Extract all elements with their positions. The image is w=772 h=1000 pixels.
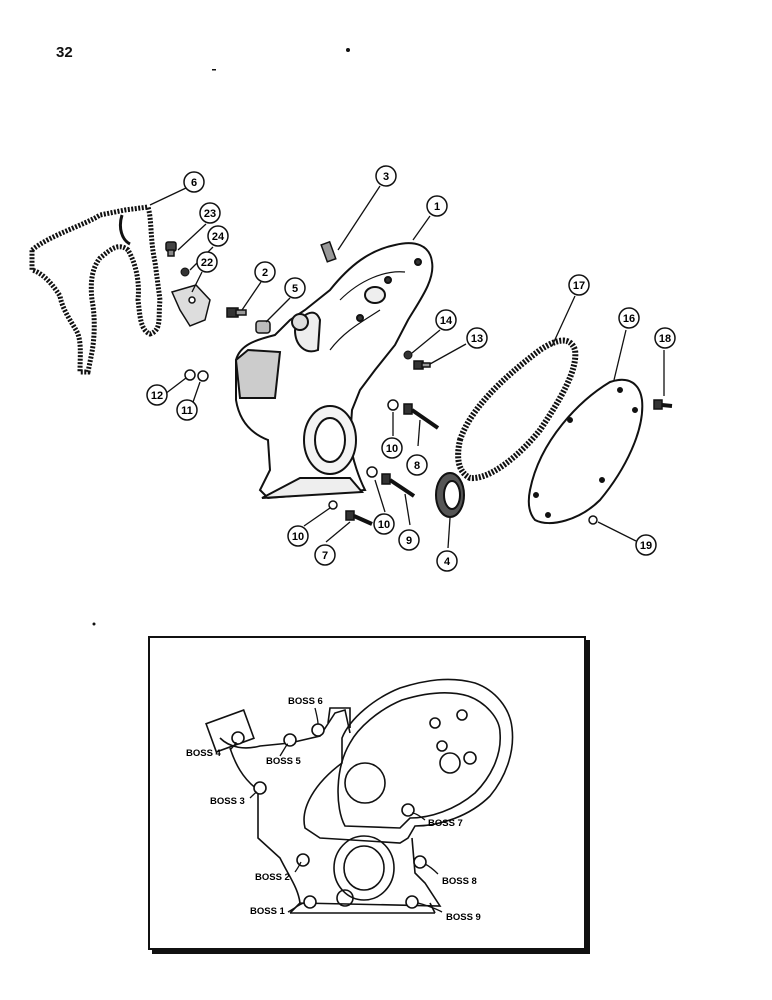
svg-text:10: 10: [378, 519, 390, 531]
svg-text:14: 14: [440, 315, 453, 327]
boss-leader-lines: [229, 707, 443, 913]
callout-1: 1: [426, 195, 448, 217]
bolt-part-13: [413, 360, 431, 370]
callout-17: 17: [568, 274, 590, 296]
boss-hole-8: [413, 855, 427, 869]
gasket-part-17: [455, 337, 579, 482]
callout-18: 18: [654, 327, 676, 349]
svg-text:18: 18: [659, 333, 671, 345]
svg-text:11: 11: [181, 405, 193, 417]
boss-hole-2: [296, 853, 310, 867]
callout-3: 3: [375, 165, 397, 187]
svg-text:10: 10: [292, 531, 304, 543]
svg-text:9: 9: [406, 535, 412, 547]
svg-text:10: 10: [386, 443, 398, 455]
svg-text:5: 5: [292, 283, 298, 295]
washer-part-24: [180, 267, 190, 277]
boss-1-label: BOSS 1: [250, 906, 286, 917]
svg-text:6: 6: [191, 177, 197, 189]
callout-9: 9: [398, 529, 420, 551]
speck: [212, 69, 216, 71]
callout-13: 13: [466, 327, 488, 349]
svg-text:17: 17: [573, 280, 585, 292]
svg-text:4: 4: [444, 556, 451, 568]
bolt-part-18: [653, 399, 673, 410]
nut-part-14: [403, 350, 413, 360]
callout-10c: 10: [287, 525, 309, 547]
boss-2-label: BOSS 2: [255, 872, 290, 883]
washer-part-10c: [328, 500, 338, 510]
svg-text:24: 24: [212, 231, 225, 243]
callout-11: 11: [176, 399, 198, 421]
leader-lines: [149, 185, 665, 549]
callout-23: 23: [199, 202, 221, 224]
bolt-part-8: [403, 403, 440, 430]
cover-outline: [205, 678, 514, 914]
callout-2: 2: [254, 261, 276, 283]
svg-text:2: 2: [262, 267, 268, 279]
callout-4: 4: [436, 550, 458, 572]
boss-6-label: BOSS 6: [288, 696, 323, 707]
bolt-part-9: [381, 473, 416, 498]
bolt-part-7: [345, 510, 373, 526]
boss-hole-9: [405, 895, 419, 909]
boss-hole-4: [231, 731, 245, 745]
callout-24: 24: [207, 225, 229, 247]
callout-16: 16: [618, 307, 640, 329]
callout-19: 19: [635, 534, 657, 556]
washer-part-10a: [387, 399, 399, 411]
callout-14: 14: [435, 309, 457, 331]
callout-8: 8: [406, 454, 428, 476]
svg-text:13: 13: [471, 333, 483, 345]
callout-22: 22: [196, 251, 218, 273]
timing-gasket-part: [29, 204, 163, 375]
boss-hole-3: [253, 781, 267, 795]
svg-text:1: 1: [434, 201, 440, 213]
boss-holes: [231, 723, 427, 909]
boss-diagram: BOSS 1 BOSS 2 BOSS 3 BOSS 4 BOSS 5 BOSS …: [186, 678, 514, 923]
bolt-part-2: [226, 307, 247, 318]
svg-text:19: 19: [640, 540, 652, 552]
callout-10b: 10: [373, 513, 395, 535]
boss-hole-5: [283, 733, 297, 747]
svg-text:8: 8: [414, 460, 420, 472]
svg-text:16: 16: [623, 313, 635, 325]
boss-3-label: BOSS 3: [210, 796, 245, 807]
callout-5: 5: [284, 277, 306, 299]
boss-8-label: BOSS 8: [442, 876, 477, 887]
svg-text:23: 23: [204, 208, 216, 220]
page-number: 32: [56, 44, 73, 61]
speck: [346, 48, 350, 52]
svg-text:12: 12: [151, 390, 163, 402]
boss-5-label: BOSS 5: [266, 756, 302, 767]
boss-9-label: BOSS 9: [446, 912, 481, 923]
oil-seal-part-4: [435, 472, 465, 518]
callout-10a: 10: [381, 437, 403, 459]
washer-part-11: [197, 370, 209, 382]
timing-cover-housing-part: [234, 242, 434, 500]
speck: [92, 622, 96, 626]
callout-12: 12: [146, 384, 168, 406]
bracket-part-22: [170, 284, 211, 327]
bolt-part-23: [165, 241, 177, 257]
svg-text:22: 22: [201, 257, 213, 269]
boss-hole-7: [401, 803, 415, 817]
boss-hole-1: [303, 895, 317, 909]
boss-location-inset: BOSS 1 BOSS 2 BOSS 3 BOSS 4 BOSS 5 BOSS …: [148, 636, 586, 950]
sleeve-part-5: [255, 320, 271, 334]
svg-text:7: 7: [322, 550, 328, 562]
stud-part-3: [320, 240, 337, 263]
boss-hole-6: [311, 723, 325, 737]
cover-plate-part-16: [527, 378, 644, 525]
boss-4-label: BOSS 4: [186, 748, 222, 759]
washer-part-10b: [366, 466, 378, 478]
callout-6: 6: [183, 171, 205, 193]
callouts: 6 3 1 23 24 22 2 5 17 16 18 14 13 12 11 …: [146, 165, 676, 572]
nut-part-19: [588, 515, 598, 525]
svg-text:3: 3: [383, 171, 389, 183]
washer-part-12: [184, 369, 196, 381]
callout-7: 7: [314, 544, 336, 566]
boss-7-label: BOSS 7: [428, 818, 463, 829]
